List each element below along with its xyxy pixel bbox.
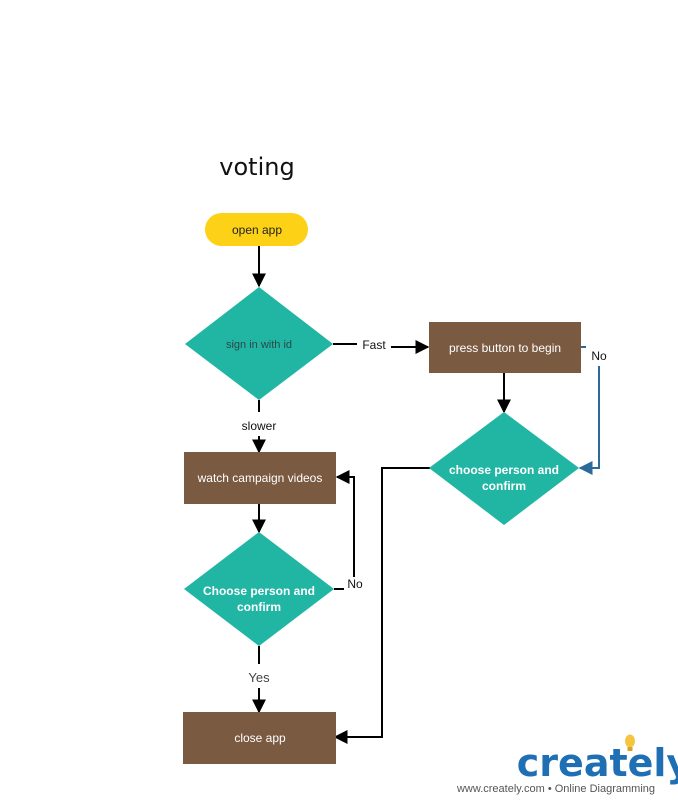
edge-label-slower: slower [242, 419, 277, 433]
diagram-title: voting [219, 153, 294, 181]
svg-text:creately: creately [517, 741, 678, 785]
svg-text:watch campaign videos: watch campaign videos [197, 471, 323, 485]
creately-logo: creately www.creately.com • Online Diagr… [456, 734, 678, 795]
node-close-app: close app [183, 712, 336, 764]
lightbulb-icon [625, 734, 635, 751]
node-choose-confirm-right: choose person and confirm [429, 412, 579, 525]
edge-label-no-left: No [347, 577, 363, 591]
svg-text:sign in with id: sign in with id [226, 339, 292, 351]
svg-text:confirm: confirm [237, 600, 281, 614]
edge-choose-right-to-close [333, 467, 430, 744]
svg-text:confirm: confirm [482, 479, 526, 493]
svg-text:Choose person and: Choose person and [203, 584, 315, 598]
edge-no-left-b [335, 470, 355, 577]
svg-text:www.creately.com • Online Diag: www.creately.com • Online Diagramming [456, 783, 655, 795]
node-open-app: open app [205, 213, 308, 246]
edge-label-no-right: No [591, 349, 607, 363]
node-watch-videos: watch campaign videos [184, 452, 336, 504]
node-press-button: press button to begin [429, 322, 581, 373]
edge-label-yes: Yes [248, 670, 270, 685]
svg-text:press button to begin: press button to begin [449, 341, 561, 355]
node-choose-confirm-left: Choose person and confirm [184, 532, 334, 646]
svg-text:open app: open app [232, 223, 282, 237]
svg-text:close app: close app [234, 731, 286, 745]
edge-no-right-b [578, 366, 600, 475]
edge-label-fast: Fast [362, 338, 386, 352]
svg-text:choose person and: choose person and [449, 463, 559, 477]
node-sign-in: sign in with id [185, 287, 333, 400]
